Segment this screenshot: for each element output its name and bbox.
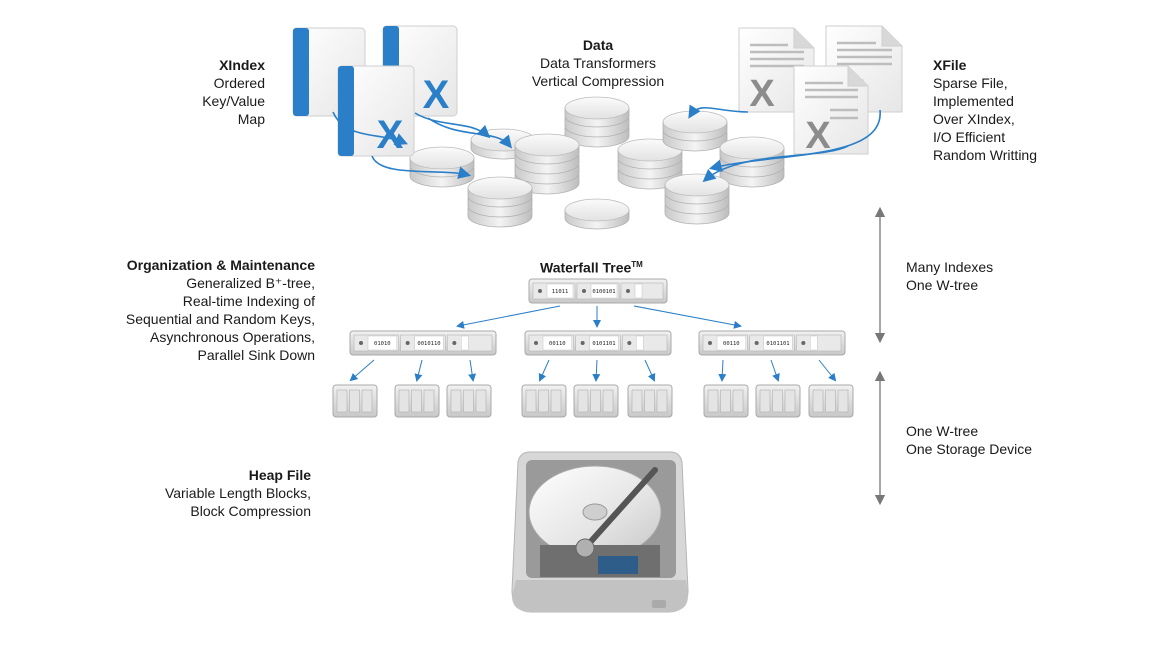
tree-edge-arrow bbox=[592, 359, 601, 382]
xfile-line: I/O Efficient bbox=[933, 129, 1006, 145]
key-bits: 0101101 bbox=[766, 341, 789, 347]
organization-line: Real-time Indexing of bbox=[182, 293, 315, 309]
organization-line: Sequential and Random Keys, bbox=[125, 311, 315, 327]
x-letter: X bbox=[805, 115, 831, 157]
tree-edge-arrow bbox=[818, 359, 837, 382]
xfile-doc-icon: X bbox=[793, 65, 869, 157]
tree-edge-arrow bbox=[644, 359, 656, 382]
hard-drive-icon bbox=[511, 451, 689, 613]
tree-edge-arrow bbox=[538, 359, 550, 382]
xindex-line: Key/Value bbox=[202, 93, 265, 109]
xindex-title: XIndex bbox=[219, 57, 265, 73]
key-bits: 00110 bbox=[549, 341, 566, 347]
key-bits: 01010 bbox=[374, 341, 391, 347]
xfile-title: XFile bbox=[933, 57, 967, 73]
organization-title: Organization & Maintenance bbox=[126, 257, 315, 273]
data-line: Vertical Compression bbox=[531, 73, 665, 89]
disk-stack bbox=[564, 96, 630, 148]
x-letter: X bbox=[423, 73, 450, 117]
data-disk-stacks bbox=[409, 96, 785, 230]
tree-edge-arrow bbox=[468, 359, 477, 382]
xfile-document-icons: X X X bbox=[738, 25, 903, 157]
xindex-line: Ordered bbox=[213, 75, 265, 91]
data-title: Data bbox=[582, 37, 614, 53]
disk-stack bbox=[662, 110, 728, 152]
tree-node: 11011 0100101 bbox=[528, 278, 668, 304]
many-indexes-line: Many Indexes bbox=[906, 259, 994, 275]
heap-file-line: Variable Length Blocks, bbox=[164, 485, 311, 501]
disk-stack bbox=[409, 146, 475, 188]
tree-edge-arrow bbox=[770, 359, 780, 382]
key-bits: 00110 bbox=[723, 341, 740, 347]
data-caption: Data Data Transformers Vertical Compress… bbox=[518, 36, 678, 90]
one-wtree-caption: One W-tree One Storage Device bbox=[906, 422, 1032, 458]
xindex-document-icons: X X X bbox=[292, 25, 458, 157]
key-bits: 11011 bbox=[552, 289, 569, 295]
leaf-page bbox=[755, 384, 801, 418]
waterfall-tree-title: Waterfall TreeTM bbox=[540, 256, 643, 277]
tree-node: 00110 0101101 bbox=[698, 330, 846, 356]
heap-file-title: Heap File bbox=[248, 467, 311, 483]
heap-file-line: Block Compression bbox=[190, 503, 311, 519]
x-letter: X bbox=[377, 113, 404, 157]
disk-stack bbox=[467, 176, 533, 228]
tree-edge-arrow bbox=[718, 359, 727, 382]
organization-caption: Organization & Maintenance Generalized B… bbox=[126, 256, 315, 364]
organization-line: Generalized B⁺-tree, bbox=[186, 275, 315, 291]
xfile-line: Random Writting bbox=[933, 147, 1038, 163]
xindex-line: Map bbox=[237, 111, 265, 127]
leaf-page bbox=[808, 384, 854, 418]
xindex-caption: XIndex Ordered Key/Value Map bbox=[202, 56, 265, 128]
leaf-page bbox=[521, 384, 567, 418]
one-wtree-line: One Storage Device bbox=[906, 441, 1033, 457]
tree-node: 00110 0101101 bbox=[524, 330, 672, 356]
tree-edge-arrow bbox=[414, 359, 423, 382]
heap-file-caption: Heap File Variable Length Blocks, Block … bbox=[165, 466, 311, 520]
disk-stack bbox=[664, 173, 730, 225]
leaf-page bbox=[394, 384, 440, 418]
leaf-page bbox=[332, 384, 378, 418]
waterfall-title-text: Waterfall Tree bbox=[540, 259, 632, 276]
key-bits: 0101101 bbox=[592, 341, 615, 347]
organization-line: Asynchronous Operations, bbox=[150, 329, 315, 345]
key-bits: 0100101 bbox=[592, 289, 615, 295]
many-indexes-line: One W-tree bbox=[906, 277, 979, 293]
xfile-line: Over XIndex, bbox=[933, 111, 1015, 127]
x-letter: X bbox=[749, 73, 775, 115]
tree-edge-arrow bbox=[633, 305, 742, 329]
key-bits: 0010110 bbox=[417, 341, 440, 347]
leaf-page bbox=[703, 384, 749, 418]
data-line: Data Transformers bbox=[540, 55, 656, 71]
xindex-doc-icon: X bbox=[337, 65, 415, 157]
tree-node: 01010 0010110 bbox=[349, 330, 497, 356]
many-indexes-caption: Many Indexes One W-tree bbox=[906, 258, 993, 294]
xfile-line: Implemented bbox=[933, 93, 1014, 109]
leaf-page bbox=[627, 384, 673, 418]
data-flow-arrows bbox=[332, 104, 881, 183]
organization-line: Parallel Sink Down bbox=[197, 347, 316, 363]
trademark-mark: TM bbox=[631, 260, 643, 269]
tree-edge-arrow bbox=[456, 305, 561, 329]
disk-stack bbox=[564, 198, 630, 230]
leaf-page bbox=[446, 384, 492, 418]
xfile-line: Sparse File, bbox=[933, 75, 1008, 91]
xfile-caption: XFile Sparse File, Implemented Over XInd… bbox=[933, 56, 1037, 164]
one-wtree-line: One W-tree bbox=[906, 423, 979, 439]
tree-edge-arrow bbox=[349, 359, 375, 382]
leaf-page bbox=[573, 384, 619, 418]
